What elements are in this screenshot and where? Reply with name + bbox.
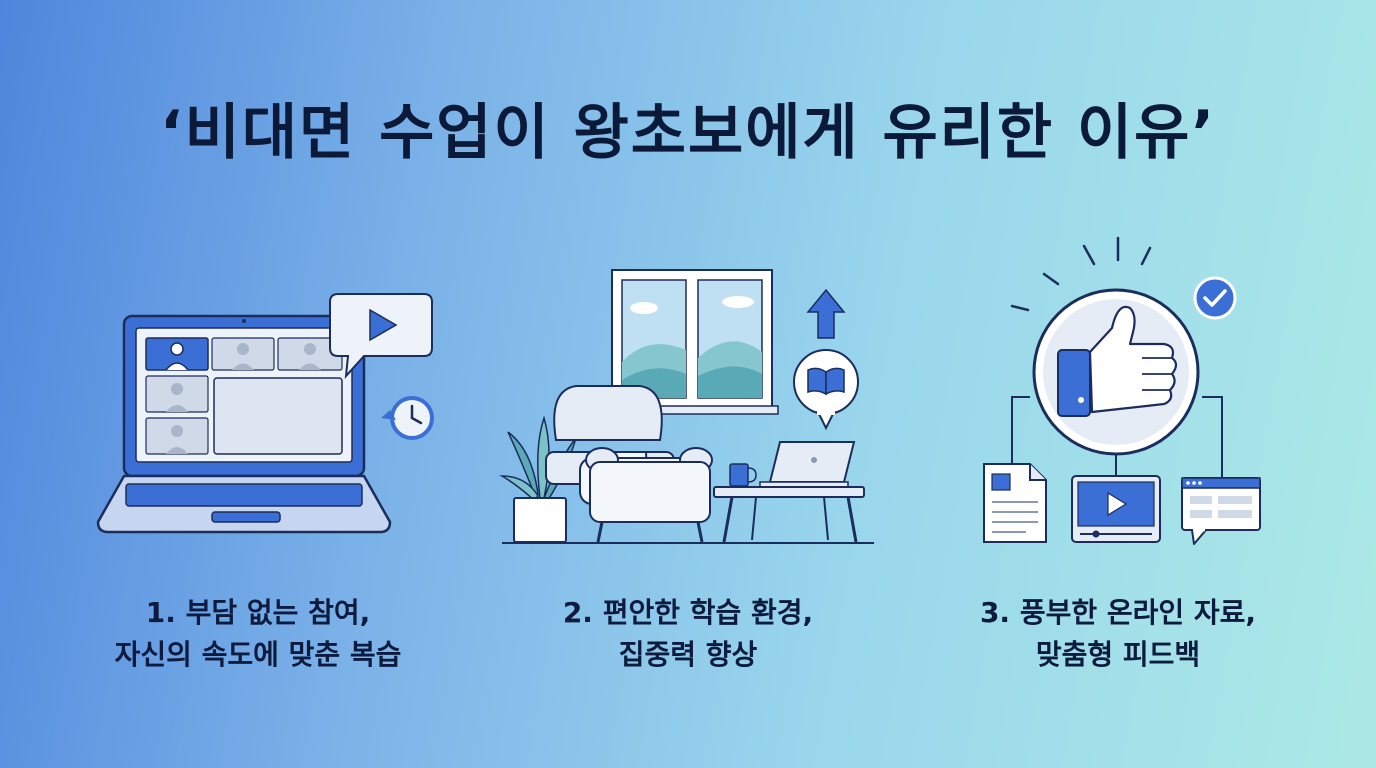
video-grid-icon	[145, 337, 343, 455]
caption-item-1-line2: 자신의 속도에 맞춘 복습	[114, 638, 402, 671]
caption-item-3-line2: 맞춤형 피드백	[1035, 638, 1201, 671]
caption-item-3: 3. 풍부한 온라인 자료, 맞춤형 피드백	[908, 592, 1328, 676]
caption-item-2-line1: 2. 편안한 학습 환경,	[562, 596, 814, 629]
illustration-resources	[983, 236, 1261, 545]
illustration-home-study	[499, 269, 874, 544]
browser-window-icon	[1181, 477, 1261, 545]
sparkle-lines	[1010, 236, 1152, 312]
arrow-up-icon	[806, 288, 846, 339]
armchair-icon	[545, 385, 713, 543]
page-title: ‘비대면 수업이 왕초보에게 유리한 이유’	[159, 98, 1217, 168]
illustration-remote-class	[96, 293, 434, 534]
book-bubble-icon	[793, 349, 859, 431]
check-badge-icon	[1193, 276, 1237, 320]
document-icon	[983, 463, 1047, 543]
caption-item-1: 1. 부담 없는 참여, 자신의 속도에 맞춘 복습	[48, 592, 468, 676]
caption-item-2: 2. 편안한 학습 환경, 집중력 향상	[478, 592, 898, 676]
clock-replay-icon	[381, 396, 434, 440]
video-player-icon	[1071, 475, 1161, 543]
caption-item-3-line1: 3. 풍부한 온라인 자료,	[979, 596, 1257, 629]
laptop-icon-small	[759, 441, 856, 488]
mug-icon	[729, 463, 757, 487]
window-icon	[605, 269, 779, 415]
caption-item-1-line1: 1. 부담 없는 참여,	[145, 596, 371, 629]
caption-item-2-line2: 집중력 향상	[618, 638, 758, 671]
table-icon	[713, 486, 865, 543]
thumbs-up-icon	[1032, 288, 1200, 456]
play-bubble-icon	[329, 293, 433, 379]
